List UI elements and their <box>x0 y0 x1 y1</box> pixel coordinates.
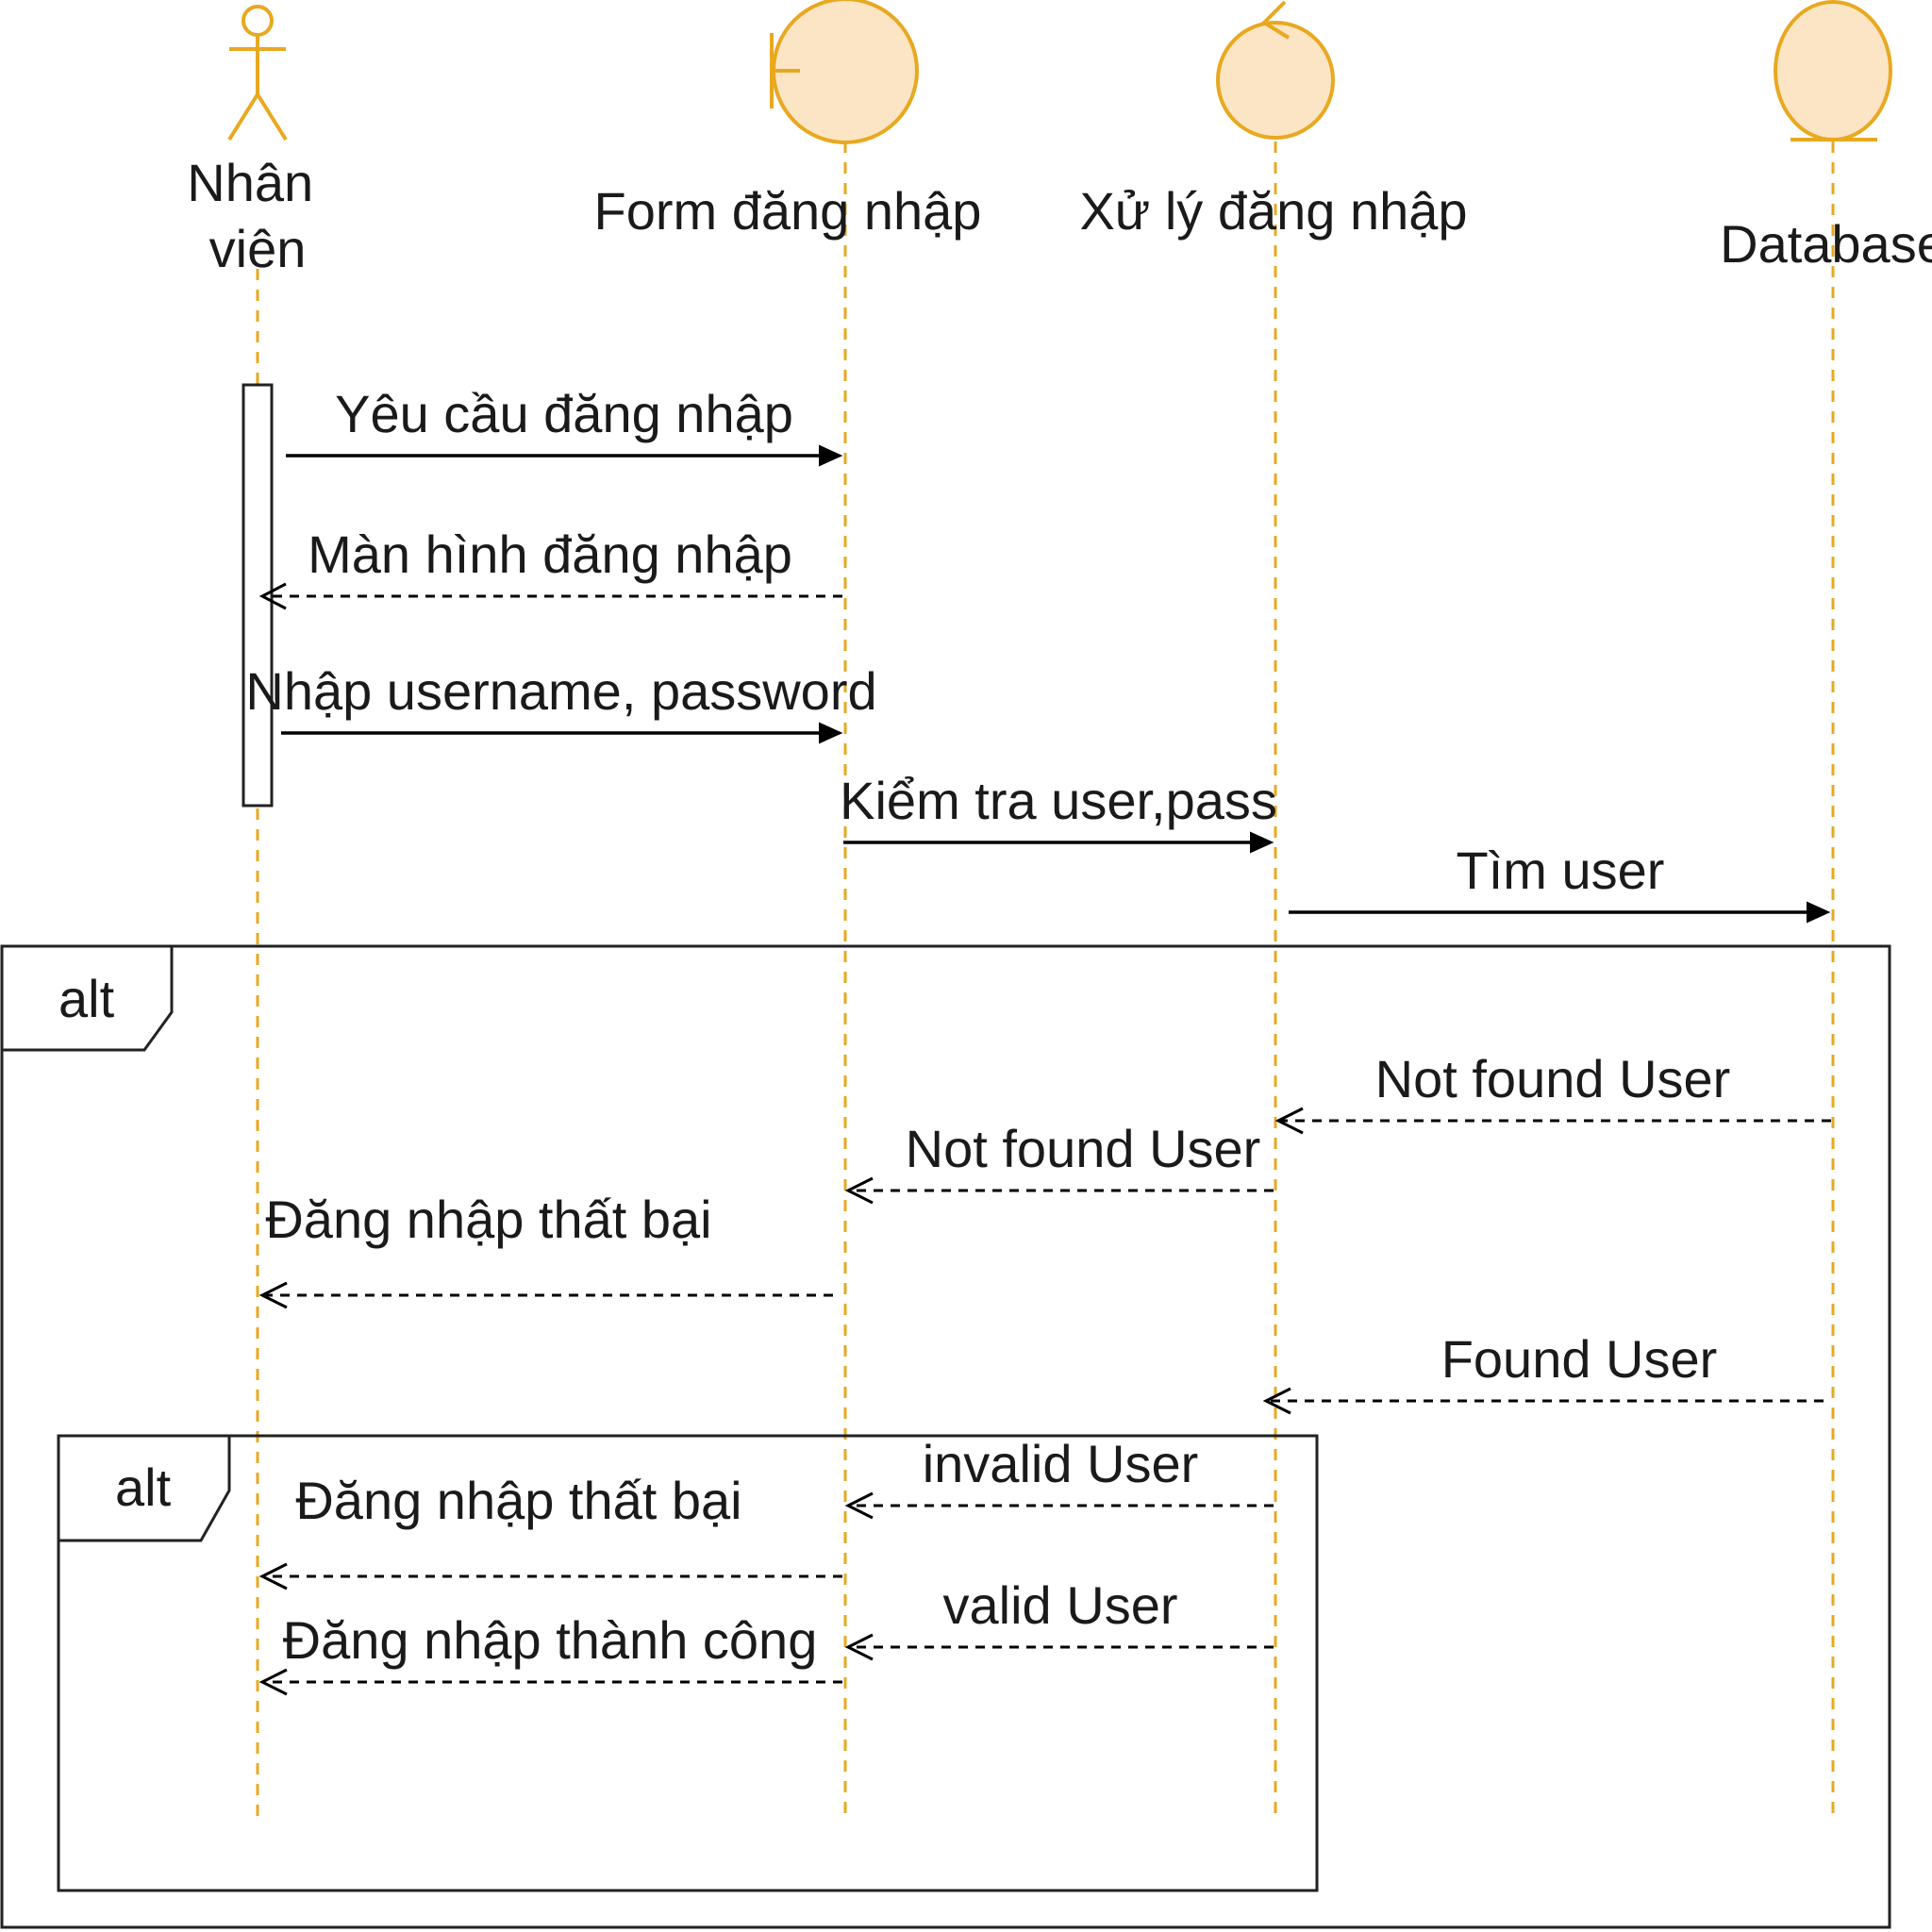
message-6: Not found User <box>844 1119 1274 1205</box>
boundary-icon <box>770 0 919 144</box>
control-icon <box>1216 0 1335 140</box>
message-label-8: Found User <box>1441 1329 1718 1389</box>
message-7: Đăng nhập thất bại <box>258 1190 833 1309</box>
participant-label-nhan-vien: Nhân viên <box>187 153 327 278</box>
message-label-3: Kiểm tra user,pass <box>840 771 1277 830</box>
message-1: Màn hình đăng nhập <box>258 525 842 610</box>
actor-icon <box>227 5 288 142</box>
participant-label-database: Database <box>1720 214 1932 274</box>
message-4: Tìm user <box>1289 841 1831 924</box>
message-12: Đăng nhập thành công <box>258 1610 842 1696</box>
message-label-1: Màn hình đăng nhập <box>308 525 792 584</box>
entity-icon <box>1774 0 1892 142</box>
message-2: Nhập username, password <box>245 661 877 744</box>
message-label-5: Not found User <box>1375 1049 1731 1108</box>
message-label-0: Yêu cầu đăng nhập <box>335 384 793 443</box>
fragment-operator-inner: alt <box>115 1457 172 1517</box>
message-8: Found User <box>1262 1329 1824 1415</box>
alt-fragment-outer: alt <box>0 944 1891 1929</box>
message-0: Yêu cầu đăng nhập <box>286 384 843 467</box>
message-11: valid User <box>844 1575 1274 1661</box>
message-label-9: invalid User <box>923 1434 1199 1493</box>
message-9: invalid User <box>844 1434 1274 1520</box>
message-label-11: valid User <box>943 1575 1178 1635</box>
fragment-operator-outer: alt <box>58 969 115 1028</box>
activation-bar <box>242 383 274 808</box>
participant-label-xu-ly-dang-nhap: Xử lý đăng nhập <box>1079 181 1467 241</box>
alt-fragment-inner: alt <box>57 1434 1319 1892</box>
participant-label-form-dang-nhap: Form đăng nhập <box>594 181 982 241</box>
message-label-12: Đăng nhập thành công <box>283 1610 818 1670</box>
message-label-10: Đăng nhập thất bại <box>295 1471 741 1530</box>
message-label-4: Tìm user <box>1457 841 1665 900</box>
message-10: Đăng nhập thất bại <box>258 1471 842 1591</box>
message-3: Kiểm tra user,pass <box>840 771 1277 854</box>
message-label-6: Not found User <box>906 1119 1261 1178</box>
message-label-7: Đăng nhập thất bại <box>265 1190 711 1249</box>
message-label-2: Nhập username, password <box>245 661 876 721</box>
message-5: Not found User <box>1274 1049 1831 1135</box>
